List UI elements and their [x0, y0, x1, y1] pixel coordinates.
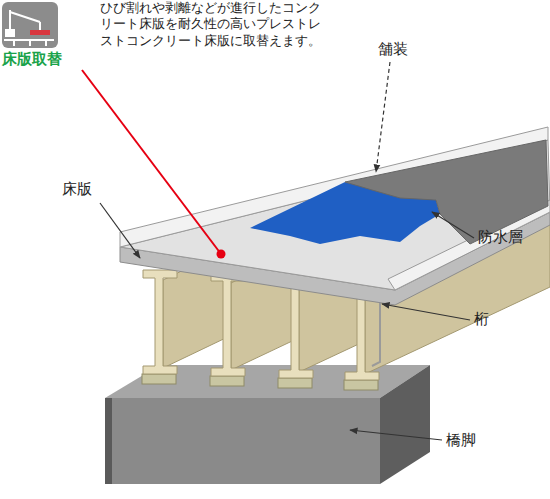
leader-arrow — [376, 62, 390, 172]
callout-line — [82, 70, 221, 254]
bearing — [278, 378, 312, 388]
bearing — [142, 374, 176, 384]
bearing — [344, 380, 378, 390]
girder-icon — [4, 40, 54, 46]
girder — [211, 273, 245, 376]
crane-base — [6, 30, 14, 36]
slab-top — [120, 140, 550, 290]
pier-edge — [105, 398, 112, 484]
pier-side — [380, 365, 430, 484]
part-label: 床版 — [62, 180, 122, 199]
girder — [143, 270, 177, 374]
pier-front — [105, 398, 380, 484]
slab-curb — [120, 127, 548, 247]
leader-arrow — [382, 304, 470, 320]
bearing — [210, 376, 244, 386]
slab-icon — [30, 30, 50, 35]
drain-pipe — [372, 300, 380, 366]
callout-dot — [217, 250, 226, 259]
leader-arrow — [350, 430, 442, 440]
part-label: 橋脚 — [446, 431, 506, 450]
leader-arrow — [432, 212, 474, 238]
part-label: 舗装 — [378, 40, 438, 59]
crane-arm — [10, 10, 40, 30]
bearings — [142, 374, 378, 390]
description-note: ひび割れや剥離などが進行したコンクリート床版を耐久性の高いプレストレストコンクリ… — [100, 0, 330, 49]
crane-icon — [4, 10, 54, 46]
part-label: 桁 — [474, 310, 514, 329]
leader-arrow — [100, 203, 140, 258]
icon-tile — [2, 2, 58, 48]
leaders — [100, 62, 474, 440]
section-title: 床版取替 — [2, 50, 92, 69]
part-label: 防水層 — [478, 228, 548, 247]
